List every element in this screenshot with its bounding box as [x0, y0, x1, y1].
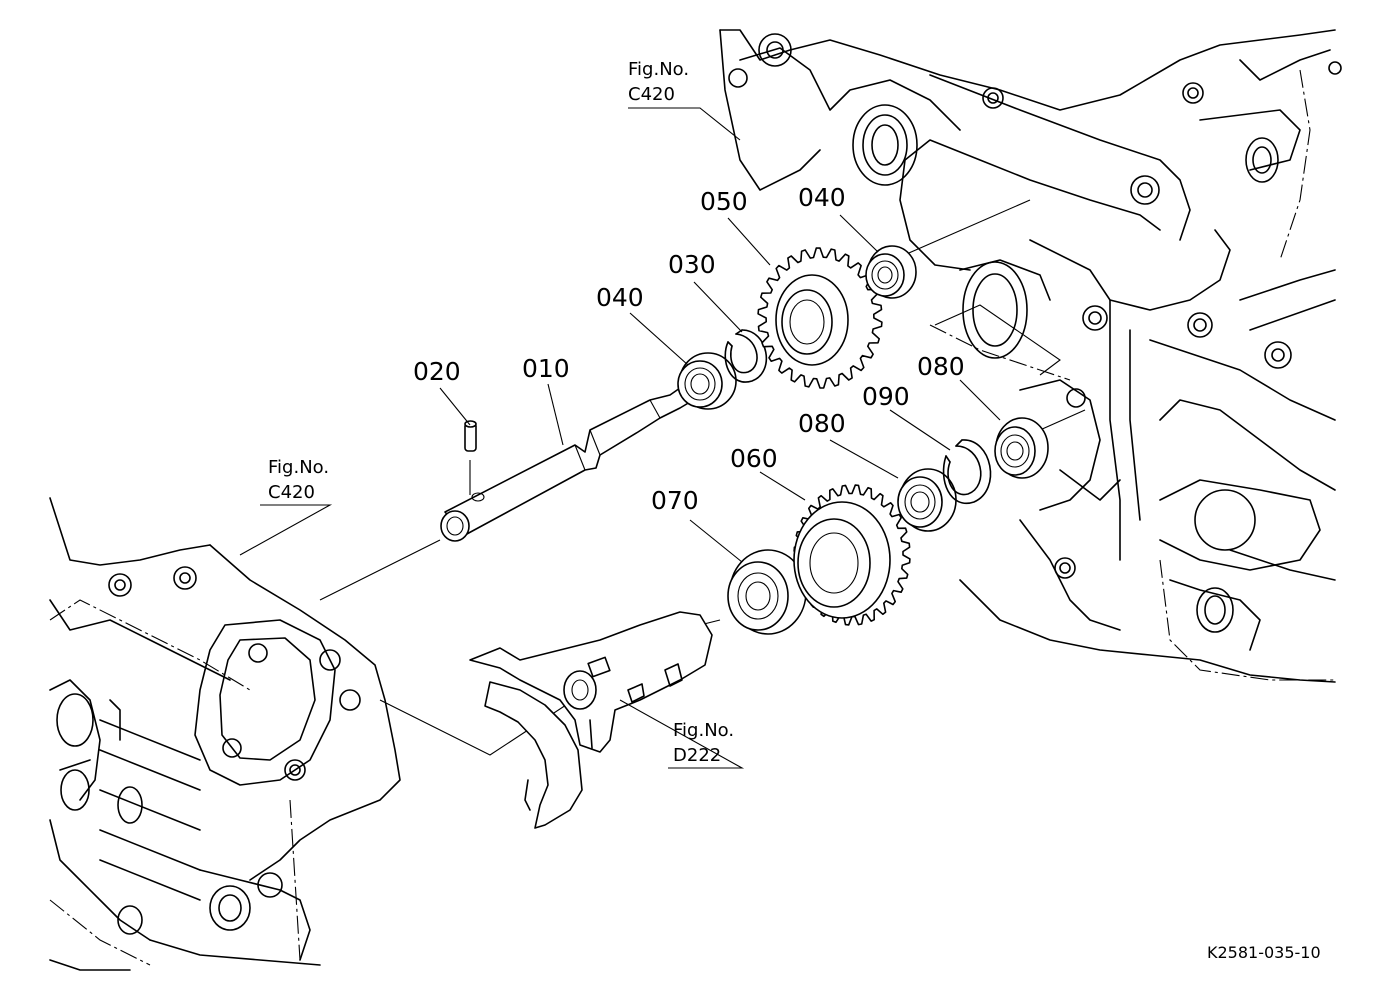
- bearing-040-left: [677, 352, 737, 410]
- fig-ref-left-code: C420: [268, 482, 315, 503]
- fig-ref-top-title: Fig.No.: [628, 59, 689, 80]
- label-070: 070: [651, 486, 699, 515]
- bearing-080-lower: [897, 468, 957, 532]
- fig-ref-fork-title: Fig.No.: [673, 720, 734, 741]
- label-030: 030: [668, 250, 716, 279]
- transmission-case-left: [49, 497, 401, 971]
- label-040-left: 040: [596, 283, 644, 312]
- shaft-010: [440, 387, 691, 542]
- label-090: 090: [862, 382, 910, 411]
- assembly-center-lines: [319, 199, 1086, 756]
- gear-060: [793, 484, 911, 626]
- fig-ref-left-title: Fig.No.: [268, 457, 329, 478]
- drawing-code: K2581-035-10: [1207, 943, 1321, 962]
- label-080-upper: 080: [917, 352, 965, 381]
- part-labels: 020 010 040 030 050 040 060 070 080 090 …: [413, 183, 965, 515]
- label-050: 050: [700, 187, 748, 216]
- snap-ring-090: [942, 439, 992, 505]
- label-010: 010: [522, 354, 570, 383]
- snap-ring-030: [724, 329, 768, 383]
- callout-leaders: [239, 107, 1001, 769]
- label-040-right: 040: [798, 183, 846, 212]
- fig-ref-fork[interactable]: Fig.No. D222: [673, 720, 734, 766]
- bearing-040-right: [865, 245, 917, 299]
- fig-ref-left[interactable]: Fig.No. C420: [268, 457, 329, 503]
- label-060: 060: [730, 444, 778, 473]
- bearing-080-upper: [994, 417, 1049, 479]
- fig-ref-fork-code: D222: [673, 745, 721, 766]
- label-020: 020: [413, 357, 461, 386]
- label-080-lower: 080: [798, 409, 846, 438]
- fig-ref-top[interactable]: Fig.No. C420: [628, 59, 689, 105]
- figure-references: Fig.No. C420 Fig.No. C420 Fig.No. D222: [268, 59, 734, 766]
- bearing-070: [727, 549, 807, 635]
- transmission-case-right: [719, 29, 1342, 683]
- shift-fork: [469, 611, 713, 829]
- gear-050: [757, 247, 883, 389]
- pin-020: [464, 420, 477, 452]
- fig-ref-top-code: C420: [628, 84, 675, 105]
